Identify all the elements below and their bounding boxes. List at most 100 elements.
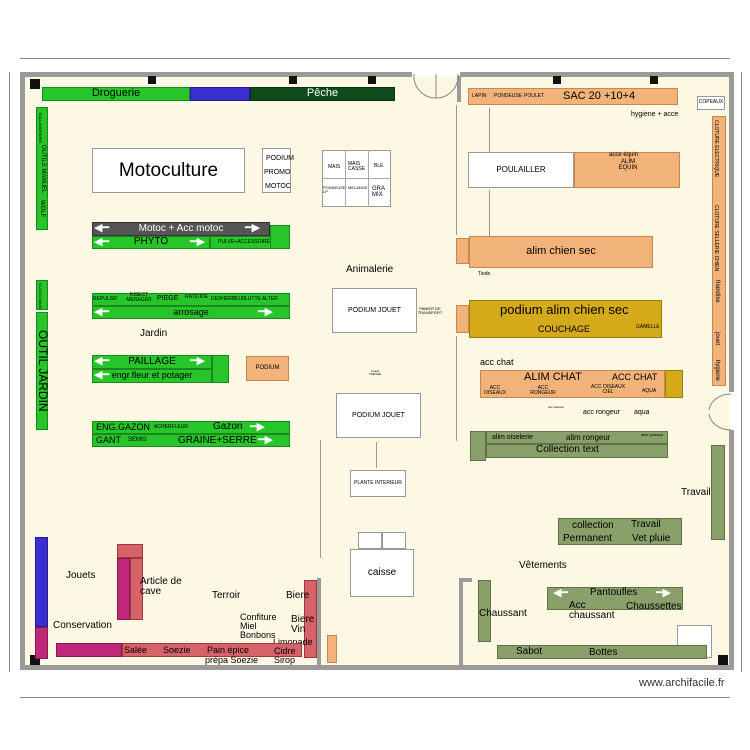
podium-alim-chien: [469, 300, 662, 338]
raticide-label: RATICIDE: [185, 294, 208, 300]
dimension-line-right: [741, 72, 742, 672]
gra-mix-label: GRA MIX: [372, 186, 385, 198]
wall-right-lower: [729, 430, 734, 670]
aqua2-label: aqua: [634, 409, 650, 416]
alim-chat-label: ALIM CHAT: [524, 371, 582, 383]
motoc-label: MOTOC: [265, 183, 291, 190]
shelf-cave-right: [130, 558, 143, 620]
post: [368, 76, 376, 84]
article-cave-label: Article de cave: [140, 576, 182, 597]
copeaux-box: COPEAUX: [697, 96, 725, 110]
cloture-electrique-label: CLOTURE ELECTRIQUE: [713, 120, 719, 178]
shelf-blue: [190, 87, 250, 101]
post: [148, 76, 156, 84]
shelf-outil-jardin: [36, 312, 48, 430]
arrosage-label: arrosage: [173, 306, 209, 317]
post: [30, 79, 40, 89]
acc-oiseaux-label: ACC OISEAUX: [483, 385, 507, 396]
shelf-chaussant: [478, 580, 491, 642]
shelf-jouets-wall: [35, 537, 48, 627]
acc-chat2-label: ACC CHAT: [612, 372, 658, 382]
ble-label: BLE: [374, 163, 384, 169]
arrow-icon: ◀━: [94, 236, 110, 248]
shelf-engr: engr.fleur et potager: [92, 369, 212, 383]
dimension-line-top: [20, 58, 730, 59]
wall-right-upper: [729, 72, 734, 392]
podium-jouet-2: PODIUM JOUET: [336, 393, 421, 438]
alim-oiselerie-label: alim oiselerie: [492, 434, 533, 441]
arrow-icon: ◀━: [94, 222, 110, 234]
shelf-terroir-left: [56, 643, 122, 657]
shelf-phyto: PHYTO: [92, 236, 210, 249]
outils-manuel-label: OUTILS MANUEL: [40, 145, 46, 194]
droguerie-label: Droguerie: [91, 87, 141, 100]
copeaux-label: COPEAUX: [698, 99, 724, 106]
poulailler-label: POULAILLER: [496, 164, 546, 174]
acc-rongeur2-label: acc rongeur: [583, 409, 620, 416]
aisle-line: [376, 442, 377, 468]
shelf-motoc-acc: Motoc + Acc motoc: [92, 222, 270, 236]
aisle-line: [320, 440, 321, 558]
shelf-travail-right: [711, 445, 725, 540]
conservation-label: Conservation: [53, 620, 112, 631]
cloture-sellerie-chien-label: CLOTURE SELLERIE CHIEN: [713, 205, 719, 272]
jouets-tresse-label: Jouets TRESSE: [368, 369, 381, 376]
shelf-alim-chat: [480, 370, 665, 398]
pantoufles-label: Pantoufles: [590, 587, 638, 598]
semis-label: SEMIS: [128, 437, 147, 443]
wall-bottom: [20, 665, 734, 670]
watermark: www.archifacile.fr: [639, 677, 725, 689]
podium-jouet-2-label: PODIUM JOUET: [352, 411, 405, 419]
shelf-repulsif: [92, 293, 290, 306]
shelf-pulve: PULVE+ACCESSOIRE: [210, 236, 278, 249]
shelf-equin: [574, 152, 680, 188]
post: [718, 655, 728, 665]
podium-box-label: PODIUM: [255, 365, 280, 372]
phyto-label: PHYTO: [133, 236, 169, 248]
shelf-cave-top: [117, 544, 143, 558]
gazon-label: Gazon: [213, 421, 243, 432]
graine-serre-label: GRAINE+SERRE: [178, 435, 257, 446]
jouet-label: jouet: [714, 332, 720, 346]
shelf-end-cap: [270, 225, 290, 249]
bonbons-label: Bonbons: [240, 630, 276, 640]
podium-promo-motoc-box: [262, 148, 291, 193]
shelf-collection-end: [470, 431, 486, 461]
motoculture-zone: Motoculture: [92, 148, 245, 193]
alim-equin-label: ALIM EQUIN: [618, 159, 638, 171]
pondeuse-lp-label: PONDEUSE LP: [323, 185, 346, 194]
jouets-label: Jouets: [66, 570, 96, 581]
wall-terroir: [317, 578, 321, 666]
repulsif-label: REPULSIF: [93, 296, 118, 302]
sac-label: SAC 20 +10+4: [563, 90, 636, 102]
terroir-label: Terroir: [212, 590, 241, 601]
insect-menager-label: INSECT MENAGER: [126, 292, 152, 303]
shelf-terroir: [122, 643, 302, 657]
grain-grid-hline: [322, 178, 391, 179]
caisse-top-left: [358, 532, 382, 549]
wall-top-right: [460, 72, 734, 77]
arrow-icon: ━▶: [656, 587, 672, 599]
shelf-paillage: PAILLAGE: [92, 355, 212, 369]
chaussettes-label: Chaussettes: [626, 601, 682, 612]
paillage-label: PAILLAGE: [128, 355, 176, 367]
dimension-line-bottom: [20, 697, 730, 698]
wall-top-left: [20, 72, 412, 77]
engr-label: engr.fleur et potager: [111, 370, 193, 381]
shelf-chat-end: [665, 370, 683, 398]
podium-small-label: PODIUM: [266, 155, 294, 162]
shelf-sabot-bottes: [497, 645, 707, 659]
arrow-icon: ◀━: [94, 355, 110, 367]
aqua-label: AQUA: [642, 388, 657, 394]
confiture-label: Confiture: [240, 612, 277, 622]
sirop-label: Sirop: [274, 655, 296, 665]
pain-epice-label: Pain épice: [207, 645, 250, 655]
wall-clothing-top: [459, 578, 472, 582]
bottes-label: Bottes: [589, 647, 618, 658]
biere-vin-label: Biere Vin: [291, 614, 315, 635]
soezie-label: Soezie: [163, 645, 191, 655]
tiede-label: Tiede: [478, 271, 491, 277]
podium-jouet-1-label: PODIUM JOUET: [348, 306, 401, 314]
permanent-label: Permanent: [563, 533, 612, 544]
arrow-icon: ◀━: [94, 306, 110, 318]
